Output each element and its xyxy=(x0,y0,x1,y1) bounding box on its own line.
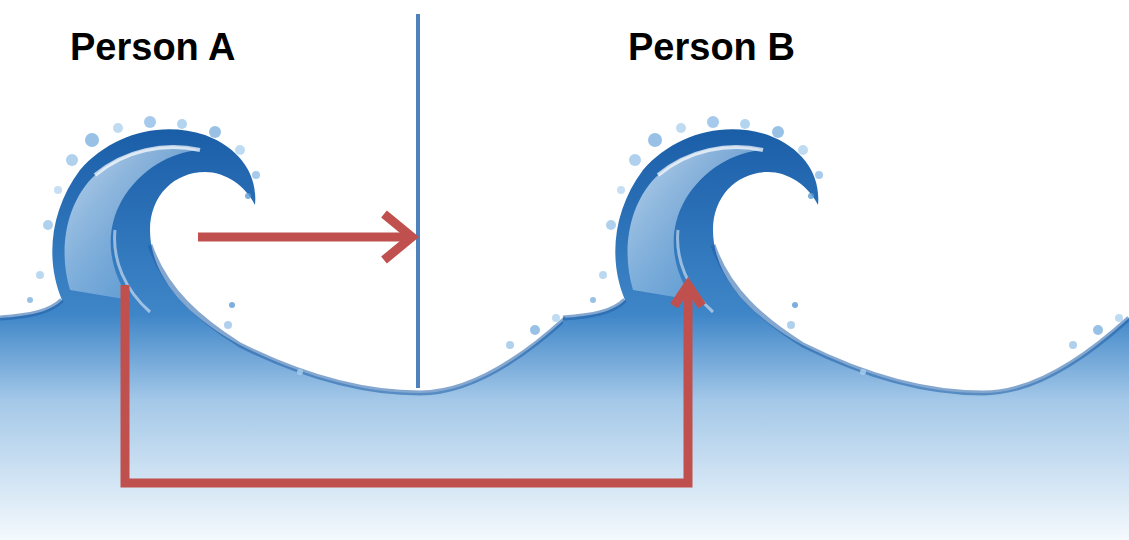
wave-left xyxy=(0,116,566,540)
blocked-arrow-head xyxy=(384,214,412,260)
flow-arrow xyxy=(125,285,688,483)
person-wave: Person A xyxy=(70,25,300,285)
person-label: Person A xyxy=(70,25,235,71)
person-wave: Person B xyxy=(628,25,858,285)
wave-right xyxy=(563,116,1129,540)
person-label: Person B xyxy=(628,25,795,71)
blocked-arrow xyxy=(198,233,412,242)
barrier-line xyxy=(416,14,420,388)
